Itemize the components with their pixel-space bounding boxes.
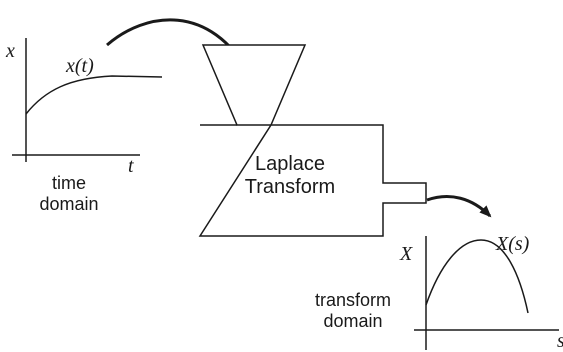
time-domain-caption-line1: time (52, 173, 86, 193)
machine-label-line2: Transform (245, 176, 335, 198)
laplace-machine: Laplace Transform (198, 44, 427, 237)
time-domain-curve (25, 75, 163, 115)
transform-domain-y-axis-label: X (399, 243, 413, 265)
machine-label-line1: Laplace (255, 153, 325, 175)
machine-body (198, 124, 427, 237)
transform-domain-plot: X s X(s) transform domain (315, 233, 563, 352)
transform-domain-curve-label: X(s) (495, 233, 530, 255)
time-domain-y-axis-label: x (5, 40, 15, 62)
time-domain-caption-line2: domain (39, 194, 98, 214)
machine-hopper (201, 44, 307, 126)
transform-domain-caption-line2: domain (323, 311, 382, 331)
time-domain-plot: x t x(t) time domain (5, 38, 163, 214)
transform-domain-caption-line1: transform (315, 290, 391, 310)
output-arrow (426, 195, 492, 218)
transform-domain-curve (425, 239, 529, 314)
time-domain-x-axis-label: t (128, 155, 134, 177)
time-domain-curve-label: x(t) (65, 55, 94, 77)
transform-domain-x-axis-label: s (557, 330, 563, 352)
